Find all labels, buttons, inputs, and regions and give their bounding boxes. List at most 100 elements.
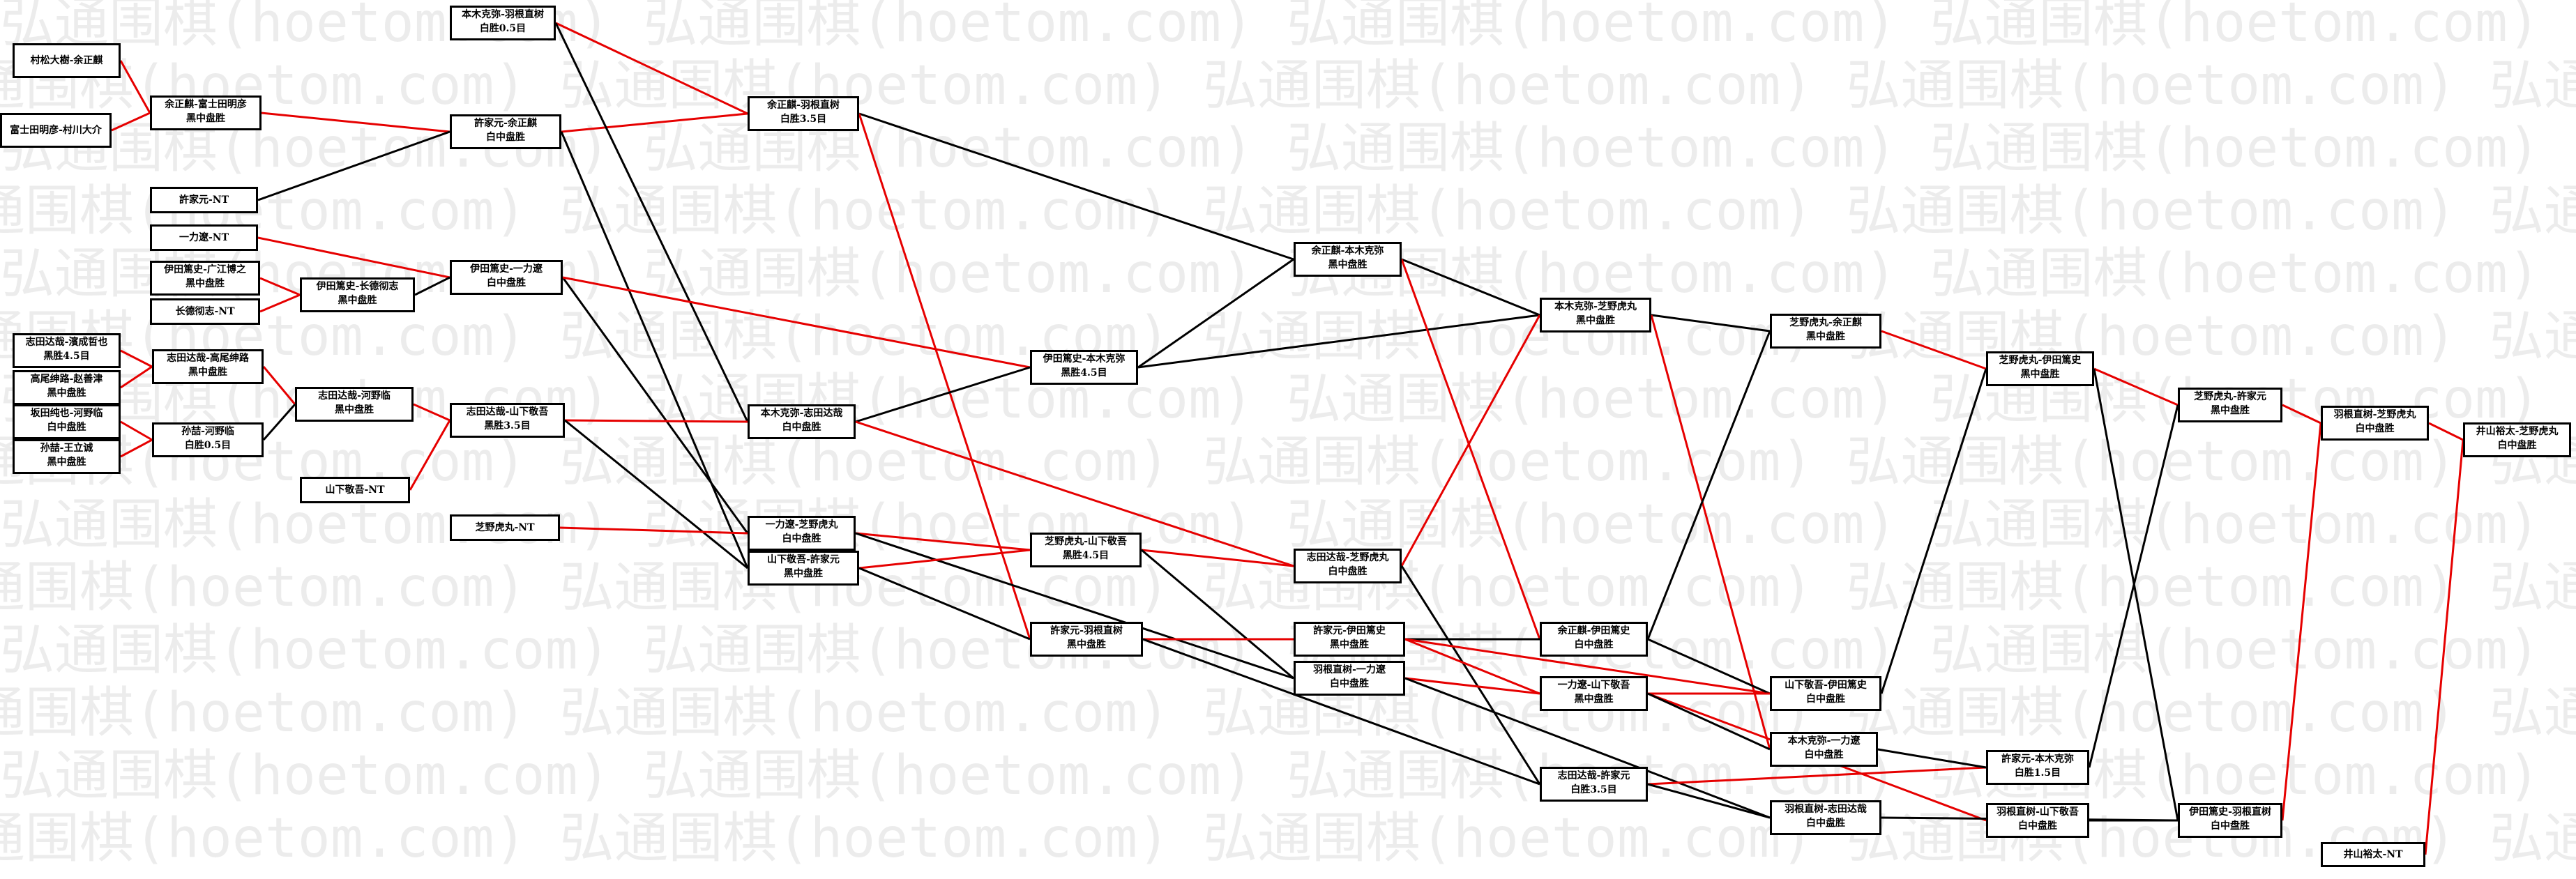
match-box: 孙喆-河野临白胜0.5目 [152, 422, 264, 457]
match-result: 白中盘胜 [1574, 639, 1614, 650]
match-result: 黑中盘胜 [338, 295, 377, 306]
match-box: 余正麒-本木克弥黑中盘胜 [1294, 242, 1402, 277]
match-result: 白中盘胜 [1806, 818, 1845, 829]
match-result: 黑中盘胜 [185, 278, 225, 289]
match-players: 志田达哉-高尾绅路 [167, 353, 249, 364]
match-box: 羽根直树-志田达哉白中盘胜 [1770, 800, 1881, 835]
match-players: 志田达哉-濱成哲也 [25, 337, 108, 348]
bracket-connector [120, 438, 153, 458]
match-box: 伊田篤史-一力遼白中盘胜 [450, 260, 563, 295]
match-box: 志田达哉-河野临黑中盘胜 [295, 387, 414, 422]
match-result: 黑中盘胜 [1806, 331, 1845, 342]
bracket-connector [120, 420, 153, 441]
match-players: 芝野虎丸-NT [475, 522, 535, 533]
match-result: 白中盘胜 [1806, 694, 1845, 705]
match-players: 余正麒-富士田明彦 [165, 99, 247, 110]
match-result: 白中盘胜 [1330, 678, 1369, 689]
match-box: 志田达哉-許家元白胜3.5目 [1540, 767, 1648, 802]
match-box: 芝野虎丸-伊田篤史黑中盘胜 [1986, 351, 2094, 386]
bracket-connector [1141, 549, 1294, 567]
bracket-connector [855, 420, 1294, 567]
match-box: 羽根直树-芝野虎丸白中盘胜 [2321, 406, 2429, 441]
match-players: 井山裕太-NT [2343, 849, 2403, 860]
bracket-connector [855, 532, 1294, 680]
match-box: 一力遼-芝野虎丸白中盘胜 [748, 516, 856, 551]
bracket-connector [2428, 422, 2464, 441]
match-result: 黑中盘胜 [784, 568, 823, 579]
bracket-connector [262, 366, 296, 405]
match-players: 羽根直树-山下敬吾 [1997, 807, 2079, 818]
bracket-connector [1646, 330, 1771, 640]
bracket-connector [1877, 748, 1987, 769]
bracket-connector [1647, 783, 1771, 819]
bracket-connector [1647, 692, 1771, 751]
bracket-connector [120, 365, 153, 389]
match-box: 一力遼-山下敬吾黑中盘胜 [1540, 676, 1648, 711]
bracket-connector [2281, 422, 2322, 821]
match-players: 芝野虎丸-許家元 [2194, 391, 2266, 402]
match-box: 志田达哉-高尾绅路黑中盘胜 [152, 349, 264, 384]
match-box: 坂田纯也-河野临白中盘胜 [13, 404, 121, 439]
bracket-connector [858, 549, 1031, 570]
match-box: 芝野虎丸-余正麒黑中盘胜 [1770, 314, 1881, 349]
match-result: 黑中盘胜 [2211, 405, 2250, 416]
match-result: 白中盘胜 [2497, 440, 2537, 451]
bracket-connector [1400, 565, 1541, 785]
bracket-connector [1137, 314, 1540, 369]
match-players: 坂田纯也-河野临 [30, 408, 103, 419]
match-result: 白中盘胜 [2018, 820, 2057, 832]
match-players: 許家元-本木克弥 [2001, 754, 2074, 765]
match-box: 本木克弥-芝野虎丸黑中盘胜 [1540, 298, 1651, 333]
match-result: 白中盘胜 [782, 422, 821, 433]
bracket-connector [259, 277, 301, 296]
match-result: 黑胜4.5目 [1061, 367, 1107, 379]
match-result: 白胜0.5目 [184, 440, 232, 451]
match-players: 一力遼-NT [179, 232, 229, 243]
bracket-connector [1880, 368, 1987, 694]
match-players: 羽根直树-一力遼 [1313, 664, 1386, 675]
bracket-connector [1881, 330, 1987, 370]
match-result: 白胜3.5目 [780, 114, 827, 125]
bracket-connector [409, 420, 451, 491]
match-result: 黑中盘胜 [1576, 315, 1615, 326]
match-box: 羽根直树-一力遼白中盘胜 [1294, 661, 1405, 696]
match-players: 本木克弥-一力遼 [1787, 735, 1861, 747]
match-players: 本木克弥-志田达哉 [760, 408, 843, 419]
bracket-connector [1400, 314, 1541, 567]
match-box: 許家元-羽根直树黑中盘胜 [1030, 622, 1143, 657]
bracket-connector [1137, 258, 1294, 369]
bracket-connector [1404, 677, 1771, 819]
match-result: 黑中盘胜 [2020, 369, 2060, 380]
match-players: 志田达哉-河野临 [318, 390, 391, 402]
match-box: 伊田篤史-本木克弥黑胜4.5目 [1030, 350, 1138, 385]
match-result: 白中盘胜 [1328, 566, 1367, 577]
bracket-connector [858, 112, 1294, 261]
match-result: 白中盘胜 [782, 533, 821, 544]
match-players: 井山裕太-芝野虎丸 [2476, 426, 2559, 437]
match-players: 山下敬吾-NT [325, 484, 385, 496]
bracket-connector [111, 112, 151, 132]
match-players: 志田达哉-許家元 [1557, 770, 1630, 781]
match-result: 白中盘胜 [2355, 423, 2395, 434]
bracket-connector [414, 276, 450, 296]
bracket-connector [2282, 404, 2321, 425]
match-result: 黑中盘胜 [1574, 694, 1614, 705]
match-players: 芝野虎丸-山下敬吾 [1045, 536, 1127, 547]
bracket-connector [1401, 258, 1540, 316]
match-box: 許家元-本木克弥白胜1.5目 [1986, 750, 2089, 785]
bracket-connector [120, 349, 153, 368]
match-players: 許家元-伊田篤史 [1313, 625, 1386, 636]
match-players: 芝野虎丸-伊田篤史 [1999, 355, 2082, 366]
match-players: 伊田篤史-一力遼 [470, 263, 543, 275]
match-players: 孙喆-河野临 [181, 426, 234, 437]
match-box: 本木克弥-志田达哉白中盘胜 [748, 404, 856, 439]
match-box: 长德彻志-NT [150, 298, 260, 325]
match-result: 白胜3.5目 [1570, 784, 1617, 795]
match-result: 白中盘胜 [486, 132, 525, 143]
match-box: 高尾绅路-赵善津黑中盘胜 [13, 370, 121, 405]
match-result: 黑胜4.5目 [43, 351, 90, 362]
match-result: 黑中盘胜 [1330, 639, 1369, 650]
bracket-connector [413, 403, 450, 422]
match-result: 白胜1.5目 [2014, 767, 2061, 779]
